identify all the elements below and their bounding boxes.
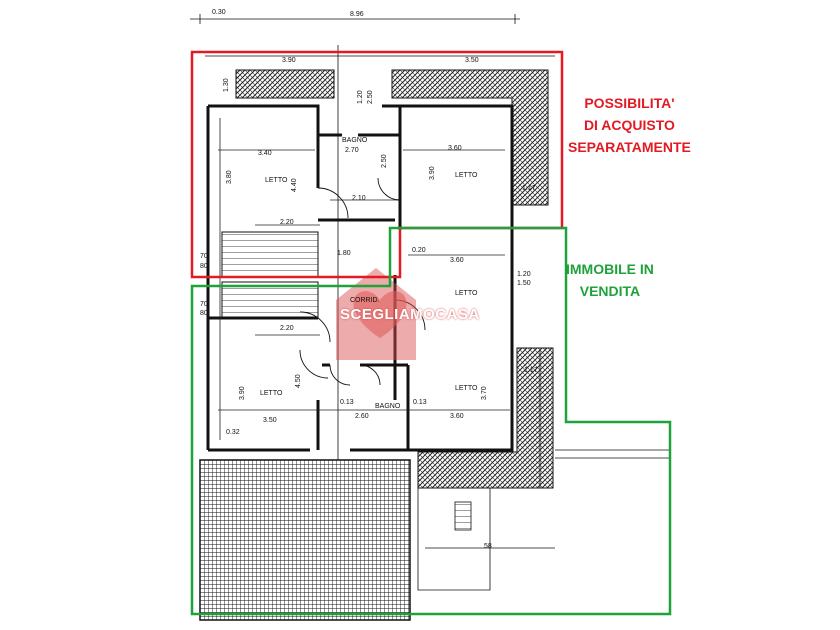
dim-label: 3.60	[450, 257, 464, 264]
dim-label: 3.80	[226, 170, 233, 184]
dim-label: 70	[200, 253, 208, 260]
dimension-labels: 0.30 8.96 3.90 3.50 1.30 1.20 2.50 2.70 …	[200, 9, 538, 550]
dim-label: 1.20	[517, 271, 531, 278]
dim-label: 70	[200, 301, 208, 308]
room-label-bedroom-5: LETTO	[455, 385, 478, 392]
staircase-upper	[221, 231, 319, 278]
dim-label: 1.50	[517, 280, 531, 287]
dim-label: 3.90	[429, 166, 436, 180]
garden-lines	[417, 350, 670, 591]
dim-label: 2.10	[352, 195, 366, 202]
building-walls	[206, 104, 514, 452]
room-label-corridor: CORRID.	[350, 297, 380, 304]
dim-label: 0.30	[212, 9, 226, 16]
dim-label: 2.60	[355, 413, 369, 420]
dim-label: 80	[200, 263, 208, 270]
dim-label: 0.13	[413, 399, 427, 406]
watermark-logo	[336, 268, 416, 360]
tiled-patio	[199, 459, 411, 621]
dim-label: 3.60	[450, 413, 464, 420]
room-label-bathroom-2: BAGNO	[375, 403, 401, 410]
dim-label: 1.17	[522, 185, 536, 192]
dim-label: 3.70	[481, 386, 488, 400]
dim-label: 3.60	[448, 145, 462, 152]
exterior-steps	[454, 501, 472, 531]
for-sale-outline	[190, 226, 672, 616]
dim-label: 1.30	[223, 78, 230, 92]
dim-label: 1.17	[524, 367, 538, 374]
dim-label: 0.32	[226, 429, 240, 436]
dim-label: 3.50	[263, 417, 277, 424]
dim-label: 1.20	[357, 90, 364, 104]
dim-label: 2.20	[280, 219, 294, 226]
room-label-bedroom-3: LETTO	[455, 290, 478, 297]
room-label-bathroom-1: BAGNO	[342, 137, 368, 144]
dim-label: 2.50	[367, 90, 374, 104]
dim-label: 80	[200, 310, 208, 317]
separate-purchase-text: POSSIBILITA' DI ACQUISTO SEPARATAMENTE	[568, 95, 691, 155]
dim-label: 58	[484, 543, 492, 550]
dim-label: 4.40	[291, 178, 298, 192]
dim-label: 3.40	[258, 150, 272, 157]
interior-lines	[218, 118, 510, 440]
room-label-bedroom-1: LETTO	[265, 177, 288, 184]
dim-label: 3.50	[465, 57, 479, 64]
dim-label: 2.50	[381, 154, 388, 168]
dim-label: 2.20	[280, 325, 294, 332]
staircase-lower	[221, 281, 319, 319]
dim-label: 2.70	[345, 147, 359, 154]
separate-purchase-note: POSSIBILITA' DI ACQUISTO SEPARATAMENTE	[568, 92, 691, 158]
dim-label: 1.80	[337, 250, 351, 257]
watermark-text: SCEGLIAMOCASA	[340, 306, 480, 323]
room-label-bedroom-4: LETTO	[260, 390, 283, 397]
dim-label: 0.20	[412, 247, 426, 254]
dim-label: 4.50	[295, 374, 302, 388]
for-sale-note: IMMOBILE IN VENDITA	[566, 258, 654, 302]
terrace-top-left	[235, 69, 335, 99]
room-label-bedroom-2: LETTO	[455, 172, 478, 179]
dim-label: 3.90	[282, 57, 296, 64]
for-sale-text: IMMOBILE IN VENDITA	[566, 261, 654, 299]
top-dimension-lines	[190, 14, 555, 480]
dim-label: 3.90	[239, 386, 246, 400]
dim-label: 0.13	[340, 399, 354, 406]
dim-label: 8.96	[350, 11, 364, 18]
